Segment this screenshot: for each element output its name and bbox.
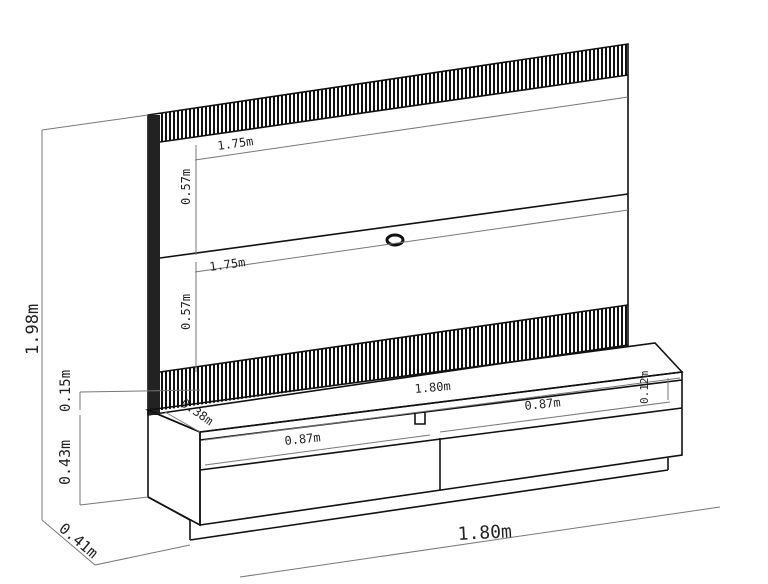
rack-plinth xyxy=(147,496,191,521)
panel-left-edge xyxy=(148,115,160,415)
total-width-label: 1.80m xyxy=(457,521,512,545)
top-slat-band xyxy=(161,44,627,142)
panel-outline xyxy=(147,43,629,416)
panel-split-line xyxy=(159,193,629,259)
rack-side xyxy=(147,408,201,527)
rack-top-width-label: 1.80m xyxy=(414,379,451,396)
panel-height-bottom-label: 0.57m xyxy=(179,294,193,330)
bottom-slat-band xyxy=(161,305,627,411)
rack-base-line xyxy=(189,469,669,541)
rack-height-label: 0.43m xyxy=(56,440,74,485)
rack-front xyxy=(199,371,683,526)
panel-width-top-label: 1.75m xyxy=(216,134,254,153)
cable-grommet-icon xyxy=(385,233,405,247)
niche-height-left-label: 0.15m xyxy=(58,370,74,412)
total-depth-label: 0.41m xyxy=(55,519,101,562)
panel-width-mid-label: 1.75m xyxy=(208,255,246,274)
cable-slot xyxy=(414,412,426,425)
drawer-right-width-label: 0.87m xyxy=(524,395,561,413)
drawer-top-line xyxy=(199,407,683,471)
bottom-band-edge xyxy=(159,304,629,373)
niche-height-right-label: 0.12m xyxy=(638,371,651,404)
dimension-lines xyxy=(41,96,721,578)
top-band-edge xyxy=(159,74,629,143)
drawer-left-width-label: 0.87m xyxy=(284,430,321,448)
total-height-label: 1.98m xyxy=(23,304,43,355)
panel-height-top-label: 0.57m xyxy=(179,169,193,205)
wall-panel xyxy=(147,43,629,416)
